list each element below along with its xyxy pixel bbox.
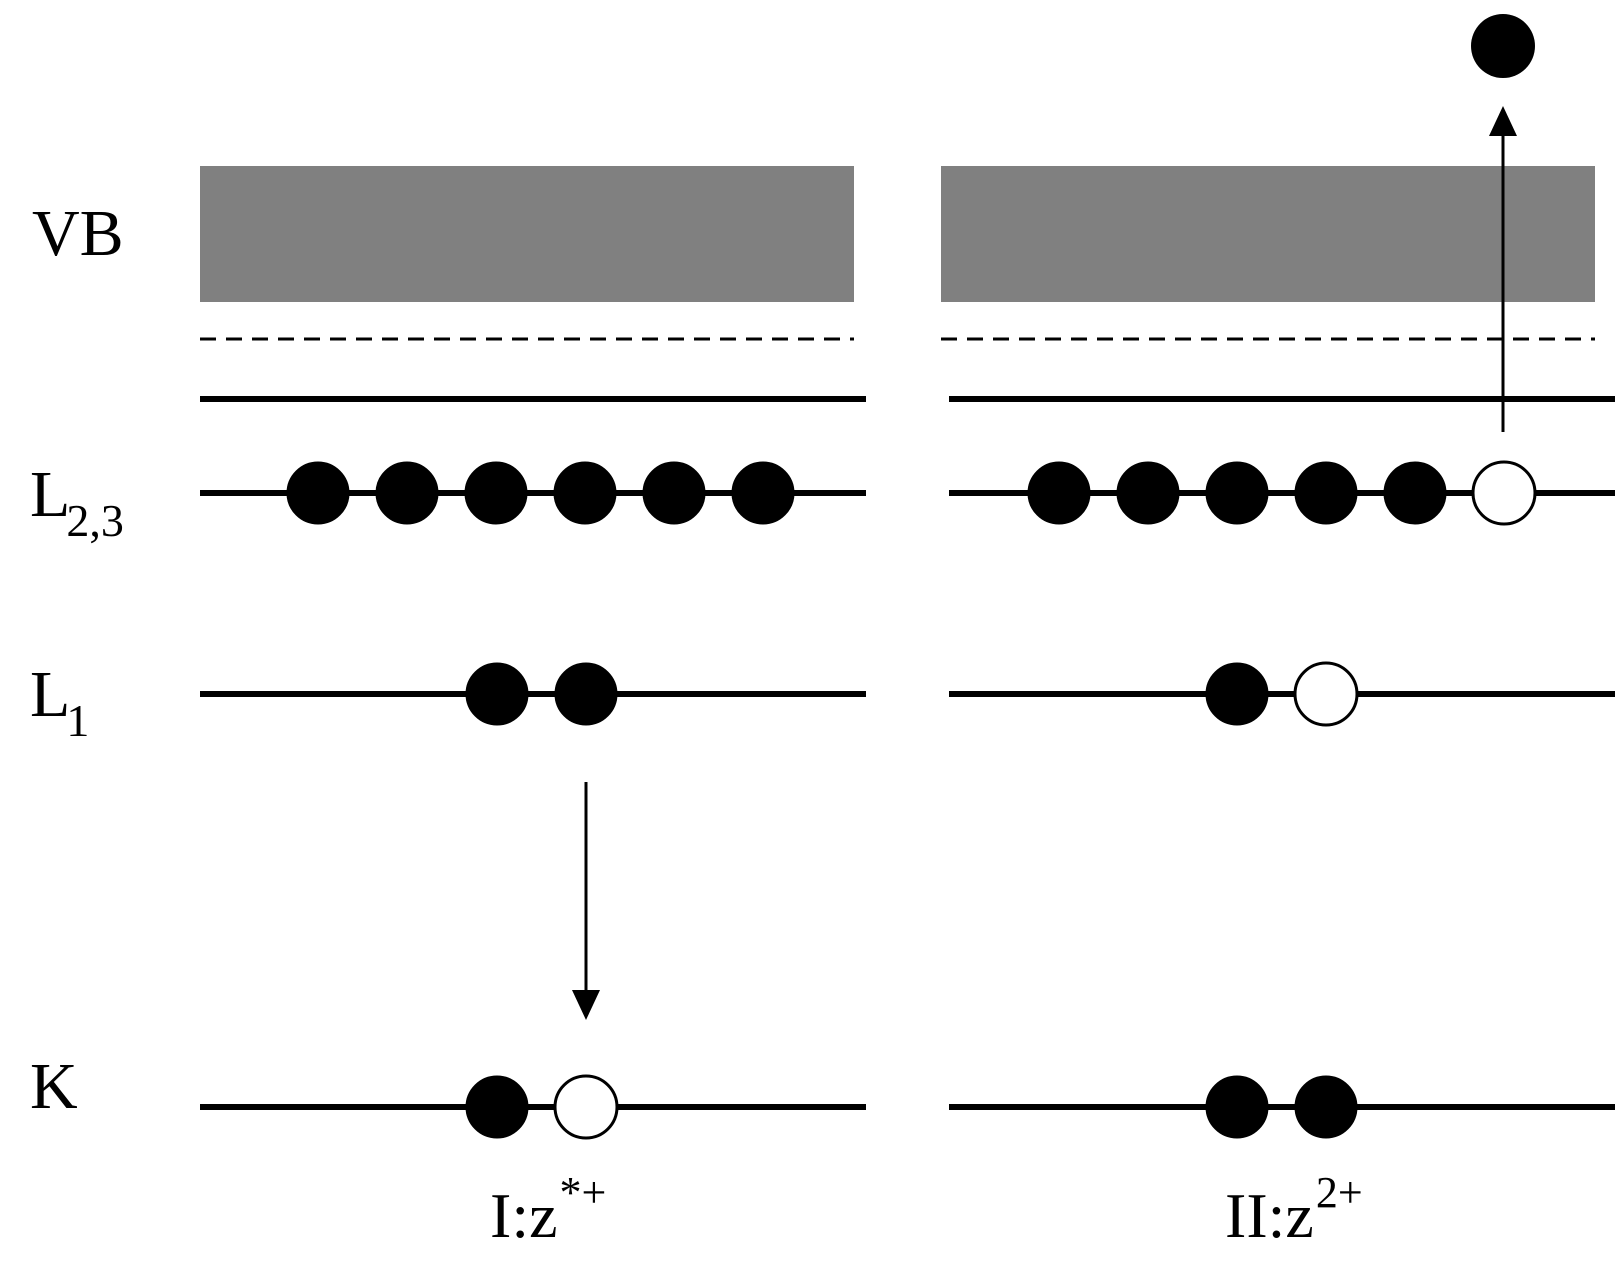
- electron: [375, 461, 439, 525]
- electron: [731, 461, 795, 525]
- panel-1-valence-band: [200, 166, 854, 302]
- panel-2-l1-electrons: [1205, 661, 1359, 727]
- electron: [1205, 461, 1269, 525]
- electron: [1027, 461, 1091, 525]
- hole: [1293, 661, 1359, 727]
- panel-2-valence-band: [941, 166, 1595, 302]
- panel-2-ejected-electron: [1471, 14, 1535, 78]
- panel-1-caption-sup: *+: [560, 1168, 607, 1217]
- electron: [554, 662, 618, 726]
- electron: [1205, 1075, 1269, 1139]
- panel-2-k-electrons: [1205, 1075, 1358, 1139]
- electron: [1383, 461, 1447, 525]
- label-l23-main: L: [30, 458, 70, 531]
- panel-1: I:z*+: [200, 166, 866, 1251]
- electron: [1294, 1075, 1358, 1139]
- panel-1-l23-electrons: [286, 461, 795, 525]
- panel-1-caption: I:z*+: [490, 1168, 606, 1251]
- panel-2-l23-electrons: [1027, 460, 1537, 526]
- electron: [642, 461, 706, 525]
- hole: [553, 1074, 619, 1140]
- electron: [465, 662, 529, 726]
- panel-1-l1-electrons: [465, 662, 618, 726]
- hole: [1471, 460, 1537, 526]
- panel-2-caption-main: II:z: [1225, 1180, 1314, 1251]
- electron: [1205, 662, 1269, 726]
- electron: [1116, 461, 1180, 525]
- electron: [464, 461, 528, 525]
- panel-1-caption-main: I:z: [490, 1180, 558, 1251]
- electron: [286, 461, 350, 525]
- panel-2-caption-sup: 2+: [1316, 1168, 1363, 1217]
- label-k: K: [30, 1050, 78, 1123]
- label-l1-main: L: [30, 658, 70, 731]
- label-l23-sub: 2,3: [66, 495, 124, 546]
- panel-1-transition-arrowhead: [572, 990, 600, 1020]
- electron: [553, 461, 617, 525]
- electron: [1294, 461, 1358, 525]
- label-l23: L2,3: [30, 458, 124, 546]
- label-l1: L1: [30, 658, 89, 746]
- label-vb: VB: [32, 197, 124, 270]
- electron: [465, 1075, 529, 1139]
- label-l1-sub: 1: [66, 695, 89, 746]
- panel-2-caption: II:z2+: [1225, 1168, 1363, 1251]
- panel-2-auger-arrowhead: [1489, 106, 1517, 136]
- panel-1-k-electrons: [465, 1074, 619, 1140]
- panel-2: II:z2+: [941, 14, 1615, 1251]
